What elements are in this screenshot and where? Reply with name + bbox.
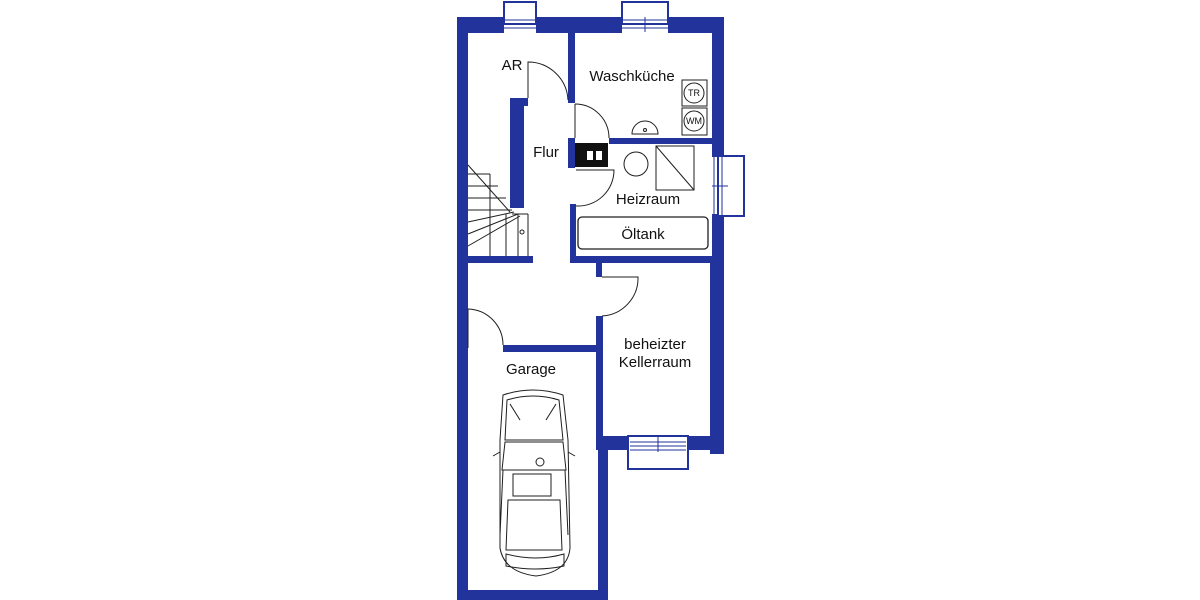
window-right <box>712 155 745 217</box>
wall-right-keller <box>710 258 724 454</box>
wall-keller-bottom-b <box>686 436 724 450</box>
wall-wasch-bottom <box>609 138 712 144</box>
wall-keller-left <box>596 316 603 450</box>
walls <box>457 17 724 600</box>
room-label-keller-line1: beheizter <box>624 336 686 353</box>
boiler-icon <box>623 145 695 191</box>
sink-icon <box>631 120 659 135</box>
room-label-keller-line2: Kellerraum <box>619 354 692 371</box>
wall-heiz-left-top <box>568 138 575 168</box>
room-label-heizraum: Heizraum <box>616 191 680 208</box>
wall-left <box>457 17 468 600</box>
car-icon <box>492 389 576 577</box>
window-bottom <box>627 435 689 470</box>
window-top-left <box>503 1 537 29</box>
wall-keller-left-top <box>596 263 602 277</box>
door-waschkueche <box>574 103 610 139</box>
wall-stair-cap <box>510 98 528 106</box>
dryer-icon: TR <box>681 79 708 107</box>
wall-stair <box>510 98 524 208</box>
wall-heiz-left-bottom <box>570 204 576 262</box>
wall-garage-right <box>598 436 608 600</box>
room-label-oeltank: Öltank <box>621 225 665 243</box>
window-top-right <box>621 1 669 32</box>
door-keller <box>601 276 639 317</box>
room-label-garage: Garage <box>506 361 556 378</box>
wall-right-mid <box>712 214 724 262</box>
wall-top-left <box>457 17 504 33</box>
washing-machine-icon: WM <box>681 107 708 136</box>
room-label-ar: AR <box>502 57 523 74</box>
washing-machine-label: WM <box>686 116 702 126</box>
chimney-icon <box>575 143 608 167</box>
door-heizraum <box>575 169 615 207</box>
wall-garage-top <box>503 345 603 352</box>
wall-right-upper <box>712 17 724 157</box>
door-ar <box>527 61 569 101</box>
wall-stair-bottom <box>457 256 533 263</box>
wall-garage-bottom <box>457 590 608 600</box>
room-label-waschkueche: Waschküche <box>589 68 674 85</box>
door-garage <box>467 308 504 348</box>
wall-top-right <box>668 17 724 33</box>
room-label-flur: Flur <box>533 144 559 161</box>
staircase-icon <box>467 164 529 256</box>
dryer-label: TR <box>688 88 700 98</box>
wall-heiz-bottom <box>570 256 724 263</box>
oil-tank <box>577 216 709 250</box>
wall-top-mid <box>536 17 622 33</box>
wall-ar-wasch <box>568 33 575 103</box>
